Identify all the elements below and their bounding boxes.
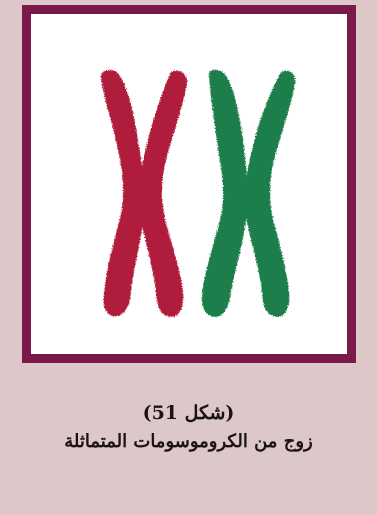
figure-caption: زوج من الكروموسومات المتماثلة (0, 431, 377, 452)
red-centromere (125, 176, 161, 208)
green-centromere (229, 178, 265, 210)
figure-number: (شكل 51) (0, 402, 377, 424)
green-chromosome (202, 70, 295, 317)
red-chromosome (101, 70, 187, 317)
chromosome-pair-illustration (31, 14, 347, 354)
figure-frame (22, 5, 356, 363)
